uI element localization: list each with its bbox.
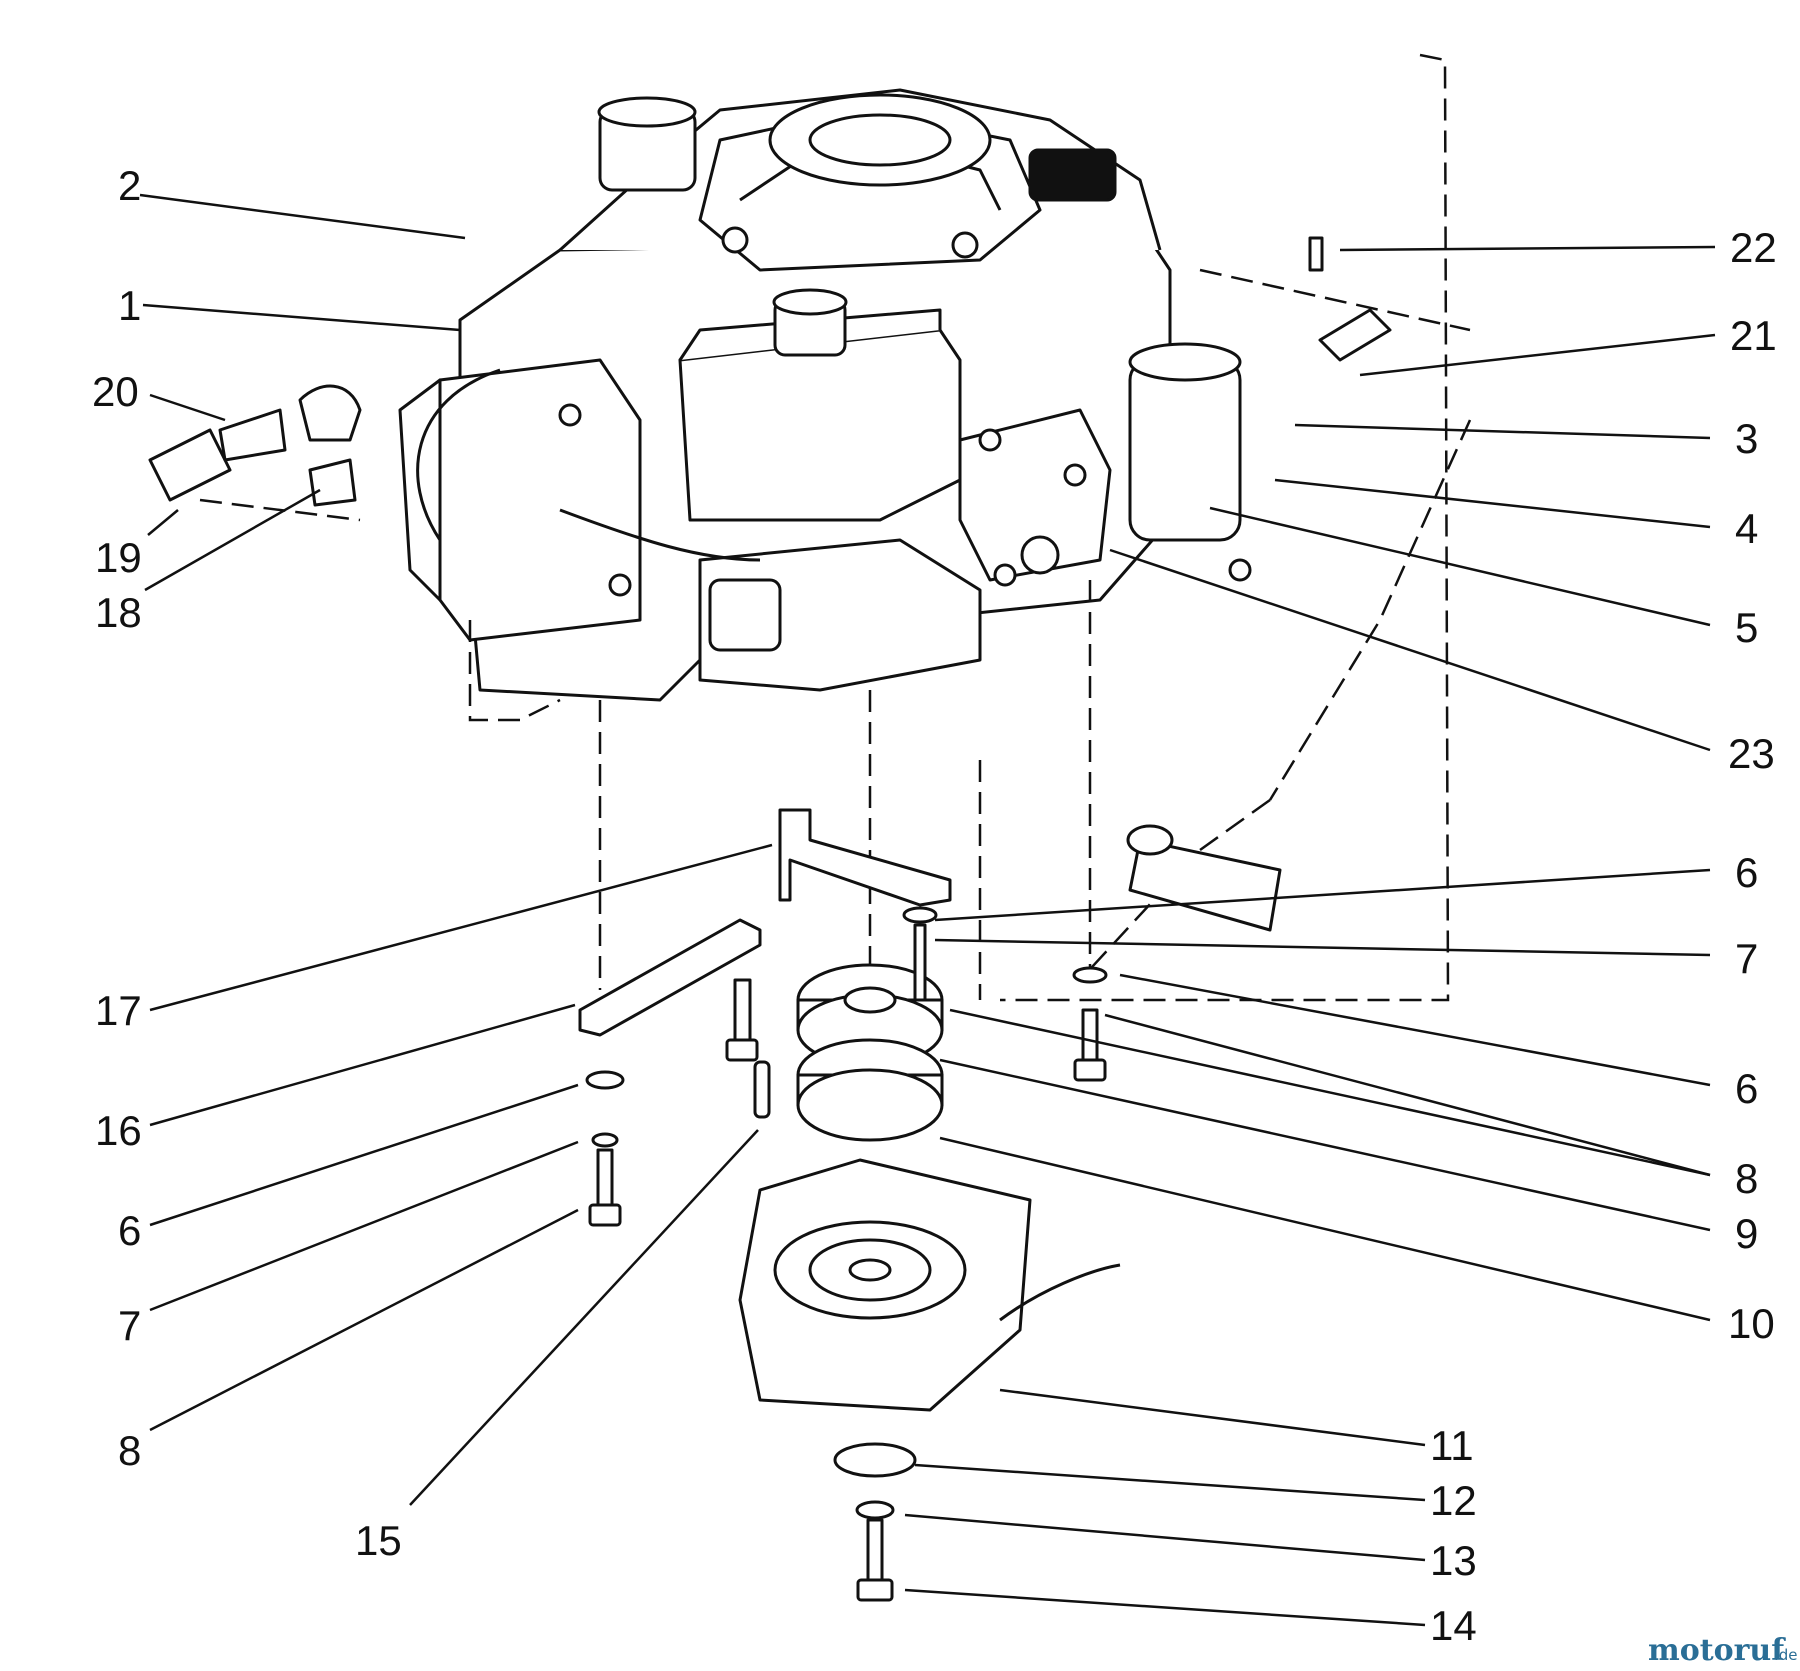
callout-22: 22 <box>1730 224 1777 271</box>
callout-5: 5 <box>1735 604 1758 651</box>
engine-body <box>398 88 1252 702</box>
clutch <box>738 1158 1121 1412</box>
callout-4: 4 <box>1735 505 1758 552</box>
watermark-logo: motoruf .de <box>1648 1633 1798 1668</box>
callout-1: 1 <box>118 282 141 329</box>
lower-parts <box>148 236 1392 1602</box>
callout-2: 2 <box>118 162 141 209</box>
callout-23: 23 <box>1728 730 1775 777</box>
callout-10: 10 <box>1728 1300 1775 1347</box>
callout-19: 19 <box>95 534 142 581</box>
callout-14: 14 <box>1430 1602 1477 1649</box>
callout-18: 18 <box>95 589 142 636</box>
callout-15: 15 <box>355 1517 402 1564</box>
callout-labels: 2 1 20 19 18 22 21 3 4 5 23 6 7 6 8 9 10… <box>92 162 1777 1649</box>
bracket <box>778 808 952 907</box>
callout-11: 11 <box>1430 1422 1474 1469</box>
callout-6: 6 <box>1735 1065 1758 1112</box>
callout-7: 7 <box>1735 935 1758 982</box>
callout-3: 3 <box>1735 415 1758 462</box>
callout-13: 13 <box>1430 1537 1477 1584</box>
callout-7: 7 <box>118 1302 141 1349</box>
callout-16: 16 <box>95 1107 142 1154</box>
callout-6: 6 <box>1735 849 1758 896</box>
callout-8: 8 <box>1735 1155 1758 1202</box>
callout-6: 6 <box>118 1207 141 1254</box>
callout-8: 8 <box>118 1427 141 1474</box>
plate <box>578 918 762 1037</box>
callout-20: 20 <box>92 368 139 415</box>
mounting-outline <box>199 53 1472 1002</box>
callout-12: 12 <box>1430 1477 1477 1524</box>
callout-9: 9 <box>1735 1210 1758 1257</box>
pulleys <box>796 963 944 1142</box>
callout-21: 21 <box>1730 312 1777 359</box>
watermark-suffix: .de <box>1774 1646 1798 1664</box>
callout-17: 17 <box>95 987 142 1034</box>
watermark-brand: motoruf <box>1648 1633 1786 1668</box>
leader-lines <box>139 193 1716 1627</box>
